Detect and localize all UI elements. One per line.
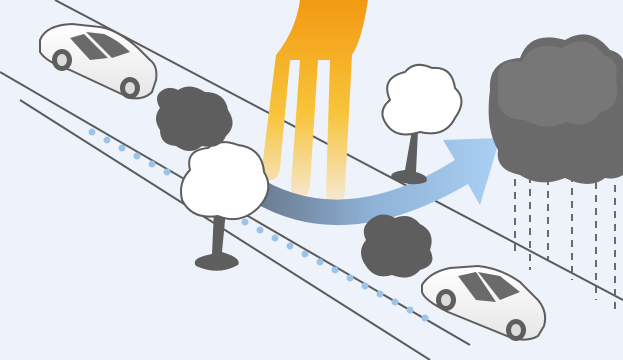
smoke-icon (361, 214, 432, 277)
smoke-icon (156, 86, 233, 151)
rain-cloud-icon (489, 34, 623, 184)
car-icon (422, 266, 545, 341)
sun-rays-icon (262, 0, 368, 205)
car-icon (40, 24, 156, 99)
tree-icon (181, 142, 268, 271)
